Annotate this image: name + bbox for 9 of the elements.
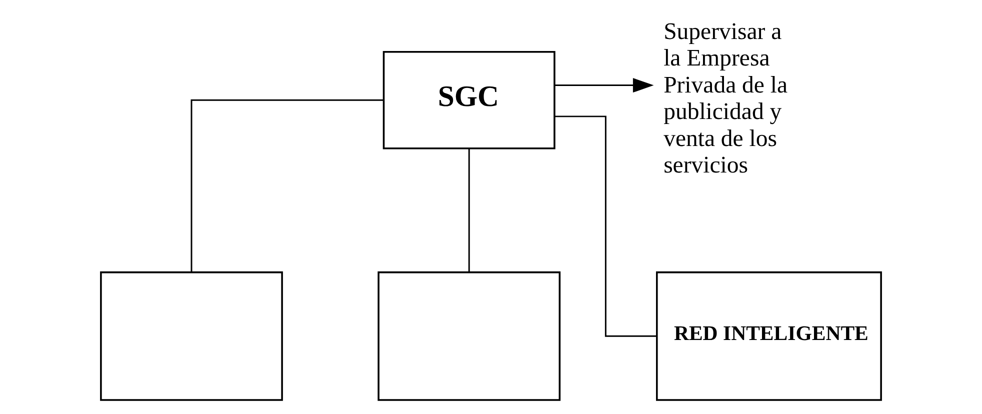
connector	[554, 116, 656, 337]
node-box	[100, 271, 283, 401]
node-text: Supervisar a la Empresa Privada de la publicidad y venta de los servicios	[664, 18, 788, 179]
arrow	[554, 78, 654, 93]
connector	[190, 99, 384, 272]
connector	[468, 148, 470, 272]
node-box: RED INTELIGENTE	[656, 271, 882, 401]
node-box	[378, 271, 561, 401]
node-box: SGC	[382, 50, 556, 150]
